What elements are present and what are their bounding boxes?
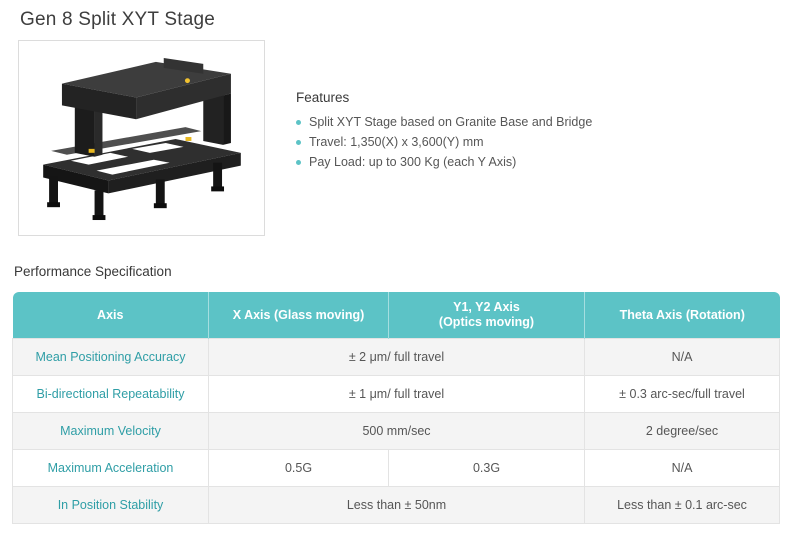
product-image-box bbox=[18, 40, 265, 236]
row-label: Bi-directional Repeatability bbox=[12, 375, 209, 413]
spec-value: 0.3G bbox=[388, 449, 585, 487]
bullet-icon bbox=[296, 140, 301, 145]
spec-value: ± 0.3 arc-sec/full travel bbox=[584, 375, 780, 413]
spec-value: 500 mm/sec bbox=[208, 412, 585, 450]
feature-item: Split XYT Stage based on Granite Base an… bbox=[296, 112, 736, 132]
spec-value: Less than ± 50nm bbox=[208, 486, 585, 524]
col-header-y-axis: Y1, Y2 Axis (Optics moving) bbox=[388, 292, 585, 339]
spec-value: 0.5G bbox=[208, 449, 389, 487]
col-header-x-axis: X Axis (Glass moving) bbox=[208, 292, 389, 339]
features-heading: Features bbox=[296, 90, 350, 105]
row-label: Maximum Acceleration bbox=[12, 449, 209, 487]
table-header-row: Axis X Axis (Glass moving) Y1, Y2 Axis (… bbox=[12, 292, 780, 339]
col-header-axis: Axis bbox=[12, 292, 209, 339]
spec-value: N/A bbox=[584, 338, 780, 376]
feature-item-text: Travel: 1,350(X) x 3,600(Y) mm bbox=[309, 135, 484, 149]
feature-item: Pay Load: up to 300 Kg (each Y Axis) bbox=[296, 152, 736, 172]
feature-item: Travel: 1,350(X) x 3,600(Y) mm bbox=[296, 132, 736, 152]
row-label: Mean Positioning Accuracy bbox=[12, 338, 209, 376]
table-row: Mean Positioning Accuracy ± 2 μm/ full t… bbox=[12, 338, 780, 376]
performance-spec-table: Axis X Axis (Glass moving) Y1, Y2 Axis (… bbox=[12, 292, 780, 524]
stage-machine-image bbox=[42, 57, 241, 221]
feature-item-text: Pay Load: up to 300 Kg (each Y Axis) bbox=[309, 155, 517, 169]
table-row: Maximum Acceleration 0.5G 0.3G N/A bbox=[12, 449, 780, 487]
spec-value: 2 degree/sec bbox=[584, 412, 780, 450]
col-header-theta-axis: Theta Axis (Rotation) bbox=[584, 292, 780, 339]
features-section: Features Split XYT Stage based on Granit… bbox=[296, 90, 736, 172]
table-row: In Position Stability Less than ± 50nm L… bbox=[12, 486, 780, 524]
bullet-icon bbox=[296, 120, 301, 125]
spec-value: ± 2 μm/ full travel bbox=[208, 338, 585, 376]
table-row: Bi-directional Repeatability ± 1 μm/ ful… bbox=[12, 375, 780, 413]
bullet-icon bbox=[296, 160, 301, 165]
spec-value: Less than ± 0.1 arc-sec bbox=[584, 486, 780, 524]
feature-item-text: Split XYT Stage based on Granite Base an… bbox=[309, 115, 593, 129]
table-row: Maximum Velocity 500 mm/sec 2 degree/sec bbox=[12, 412, 780, 450]
row-label: In Position Stability bbox=[12, 486, 209, 524]
row-label: Maximum Velocity bbox=[12, 412, 209, 450]
page-title: Gen 8 Split XYT Stage bbox=[20, 9, 216, 30]
performance-spec-heading: Performance Specification bbox=[14, 264, 172, 279]
spec-value: N/A bbox=[584, 449, 780, 487]
spec-value: ± 1 μm/ full travel bbox=[208, 375, 585, 413]
